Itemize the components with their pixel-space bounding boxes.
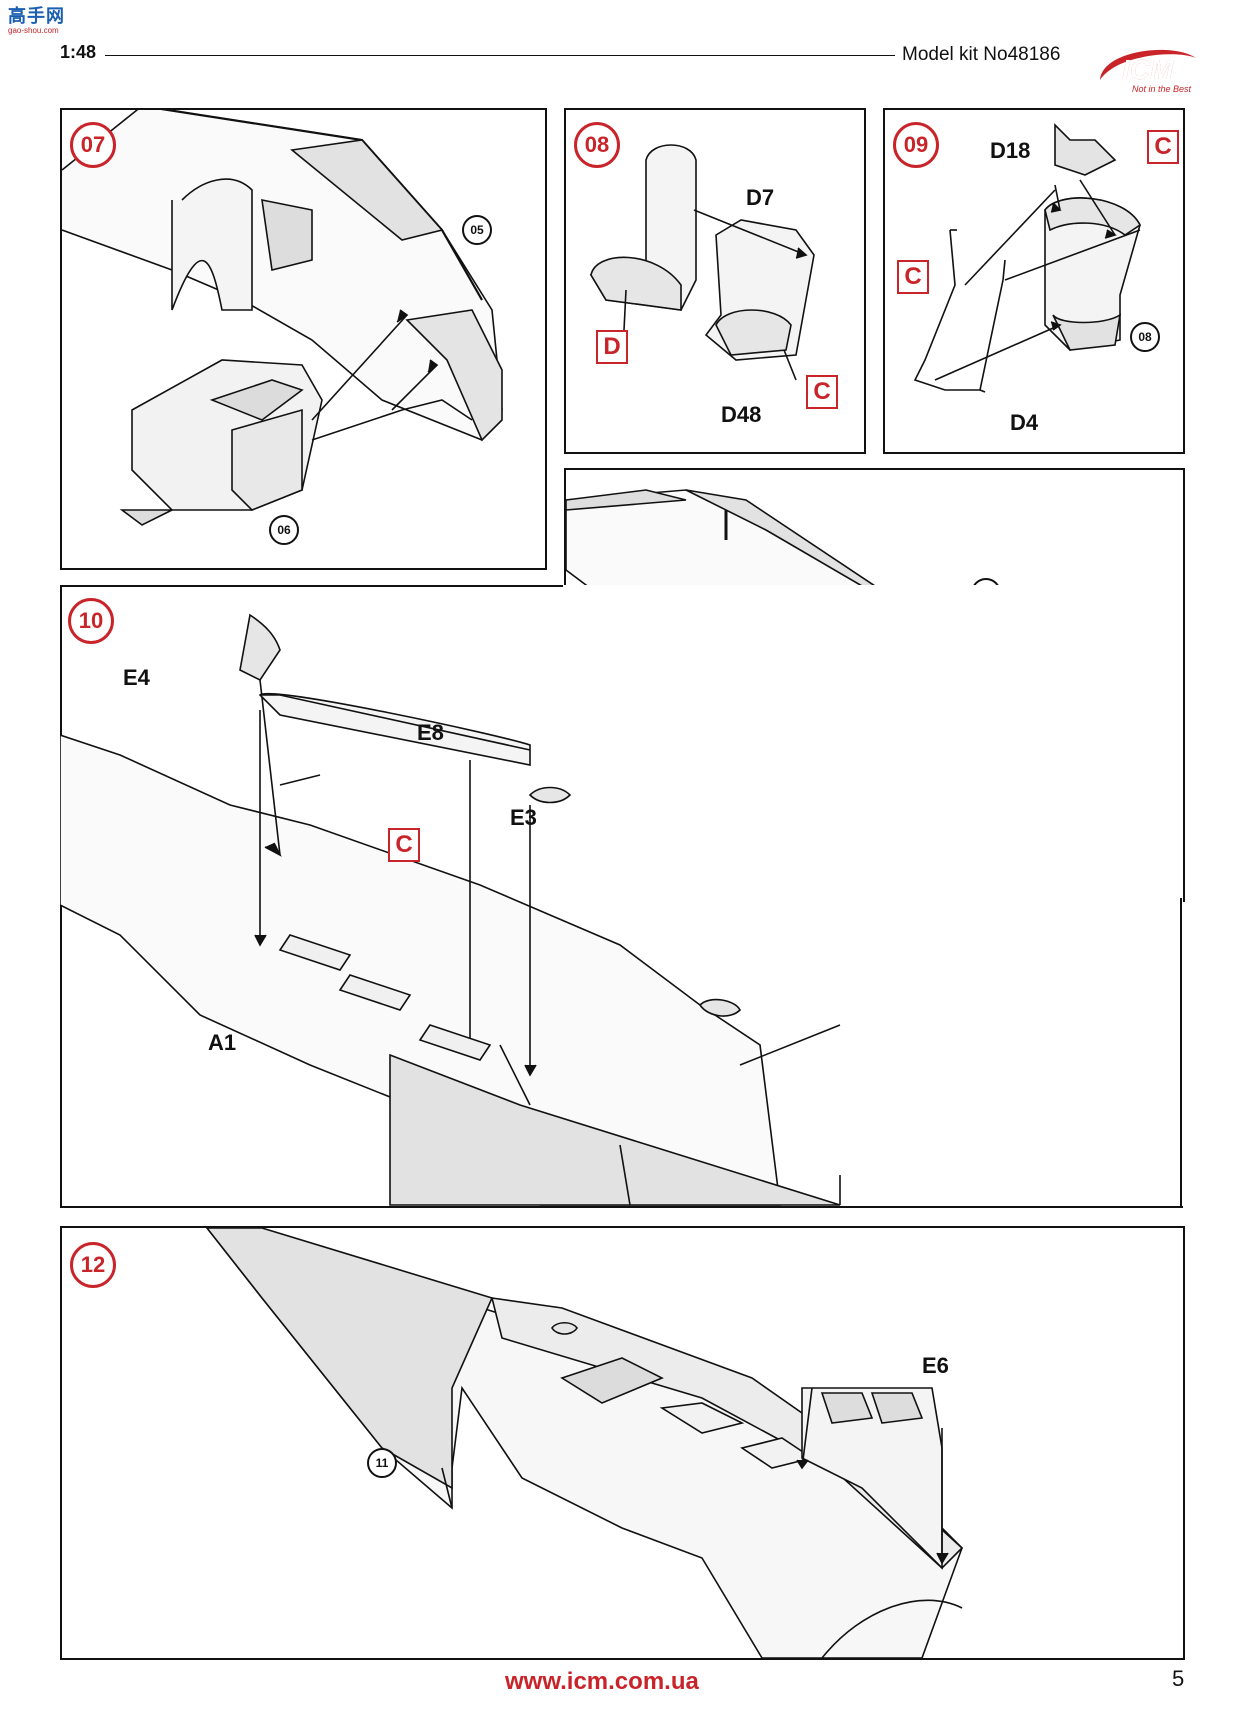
step-08-panel: 08 D7 D48 D C — [564, 108, 866, 454]
site-logo: 高手网 gao-shou.com — [8, 6, 70, 40]
part-label-e4: E4 — [123, 665, 150, 690]
step-09-badge: 09 — [893, 122, 939, 168]
part-box-c: C — [806, 375, 838, 409]
part-label-e8: E8 — [417, 720, 444, 745]
step-10-drawing — [60, 613, 841, 1206]
model-kit-number: Model kit No48186 — [902, 44, 1061, 65]
part-label-d48: D48 — [721, 402, 762, 427]
part-box-c-step10: C — [388, 828, 420, 862]
site-logo-sub: gao-shou.com — [8, 26, 59, 35]
part-box-c-left: C — [897, 260, 929, 294]
step-07-badge: 07 — [70, 122, 116, 168]
step-09-panel: 09 D18 D4 C C 08 — [883, 108, 1185, 454]
part-label-e6: E6 — [922, 1353, 949, 1378]
step-09-drawing — [913, 123, 1142, 393]
scale-label: 1:48 — [60, 42, 97, 62]
ref-06: 06 — [269, 515, 299, 545]
header-rule — [105, 55, 895, 56]
brand-name: ICM — [1122, 54, 1174, 85]
part-box-c-top: C — [1147, 130, 1179, 164]
footer-url[interactable]: www.icm.com.ua — [505, 1668, 699, 1695]
ref-08: 08 — [1130, 322, 1160, 352]
step-10-badge: 10 — [68, 598, 114, 644]
step-07-drawing — [62, 110, 503, 526]
ref-05: 05 — [462, 215, 492, 245]
page-number: 5 — [1172, 1666, 1185, 1691]
part-label-e3: E3 — [510, 805, 537, 830]
step-12-badge: 12 — [70, 1242, 116, 1288]
brand-swoosh-icon — [1100, 49, 1196, 80]
part-label-d7: D7 — [746, 185, 775, 210]
step-12-drawing — [205, 1228, 964, 1658]
part-box-d: D — [596, 330, 628, 364]
step-12-panel: 12 E6 11 — [60, 1226, 1185, 1660]
part-label-d18: D18 — [990, 138, 1031, 163]
brand-logo: ICM Not in the Best — [1092, 40, 1202, 100]
step-08-badge: 08 — [574, 122, 620, 168]
site-logo-text: 高手网 — [8, 6, 65, 26]
part-label-a1: A1 — [208, 1030, 237, 1055]
part-label-d4: D4 — [1010, 410, 1039, 435]
ref-11: 11 — [367, 1448, 397, 1478]
brand-tagline: Not in the Best — [1132, 84, 1192, 94]
step-08-drawing — [589, 144, 815, 381]
step-07-panel: 07 05 06 — [60, 108, 547, 570]
